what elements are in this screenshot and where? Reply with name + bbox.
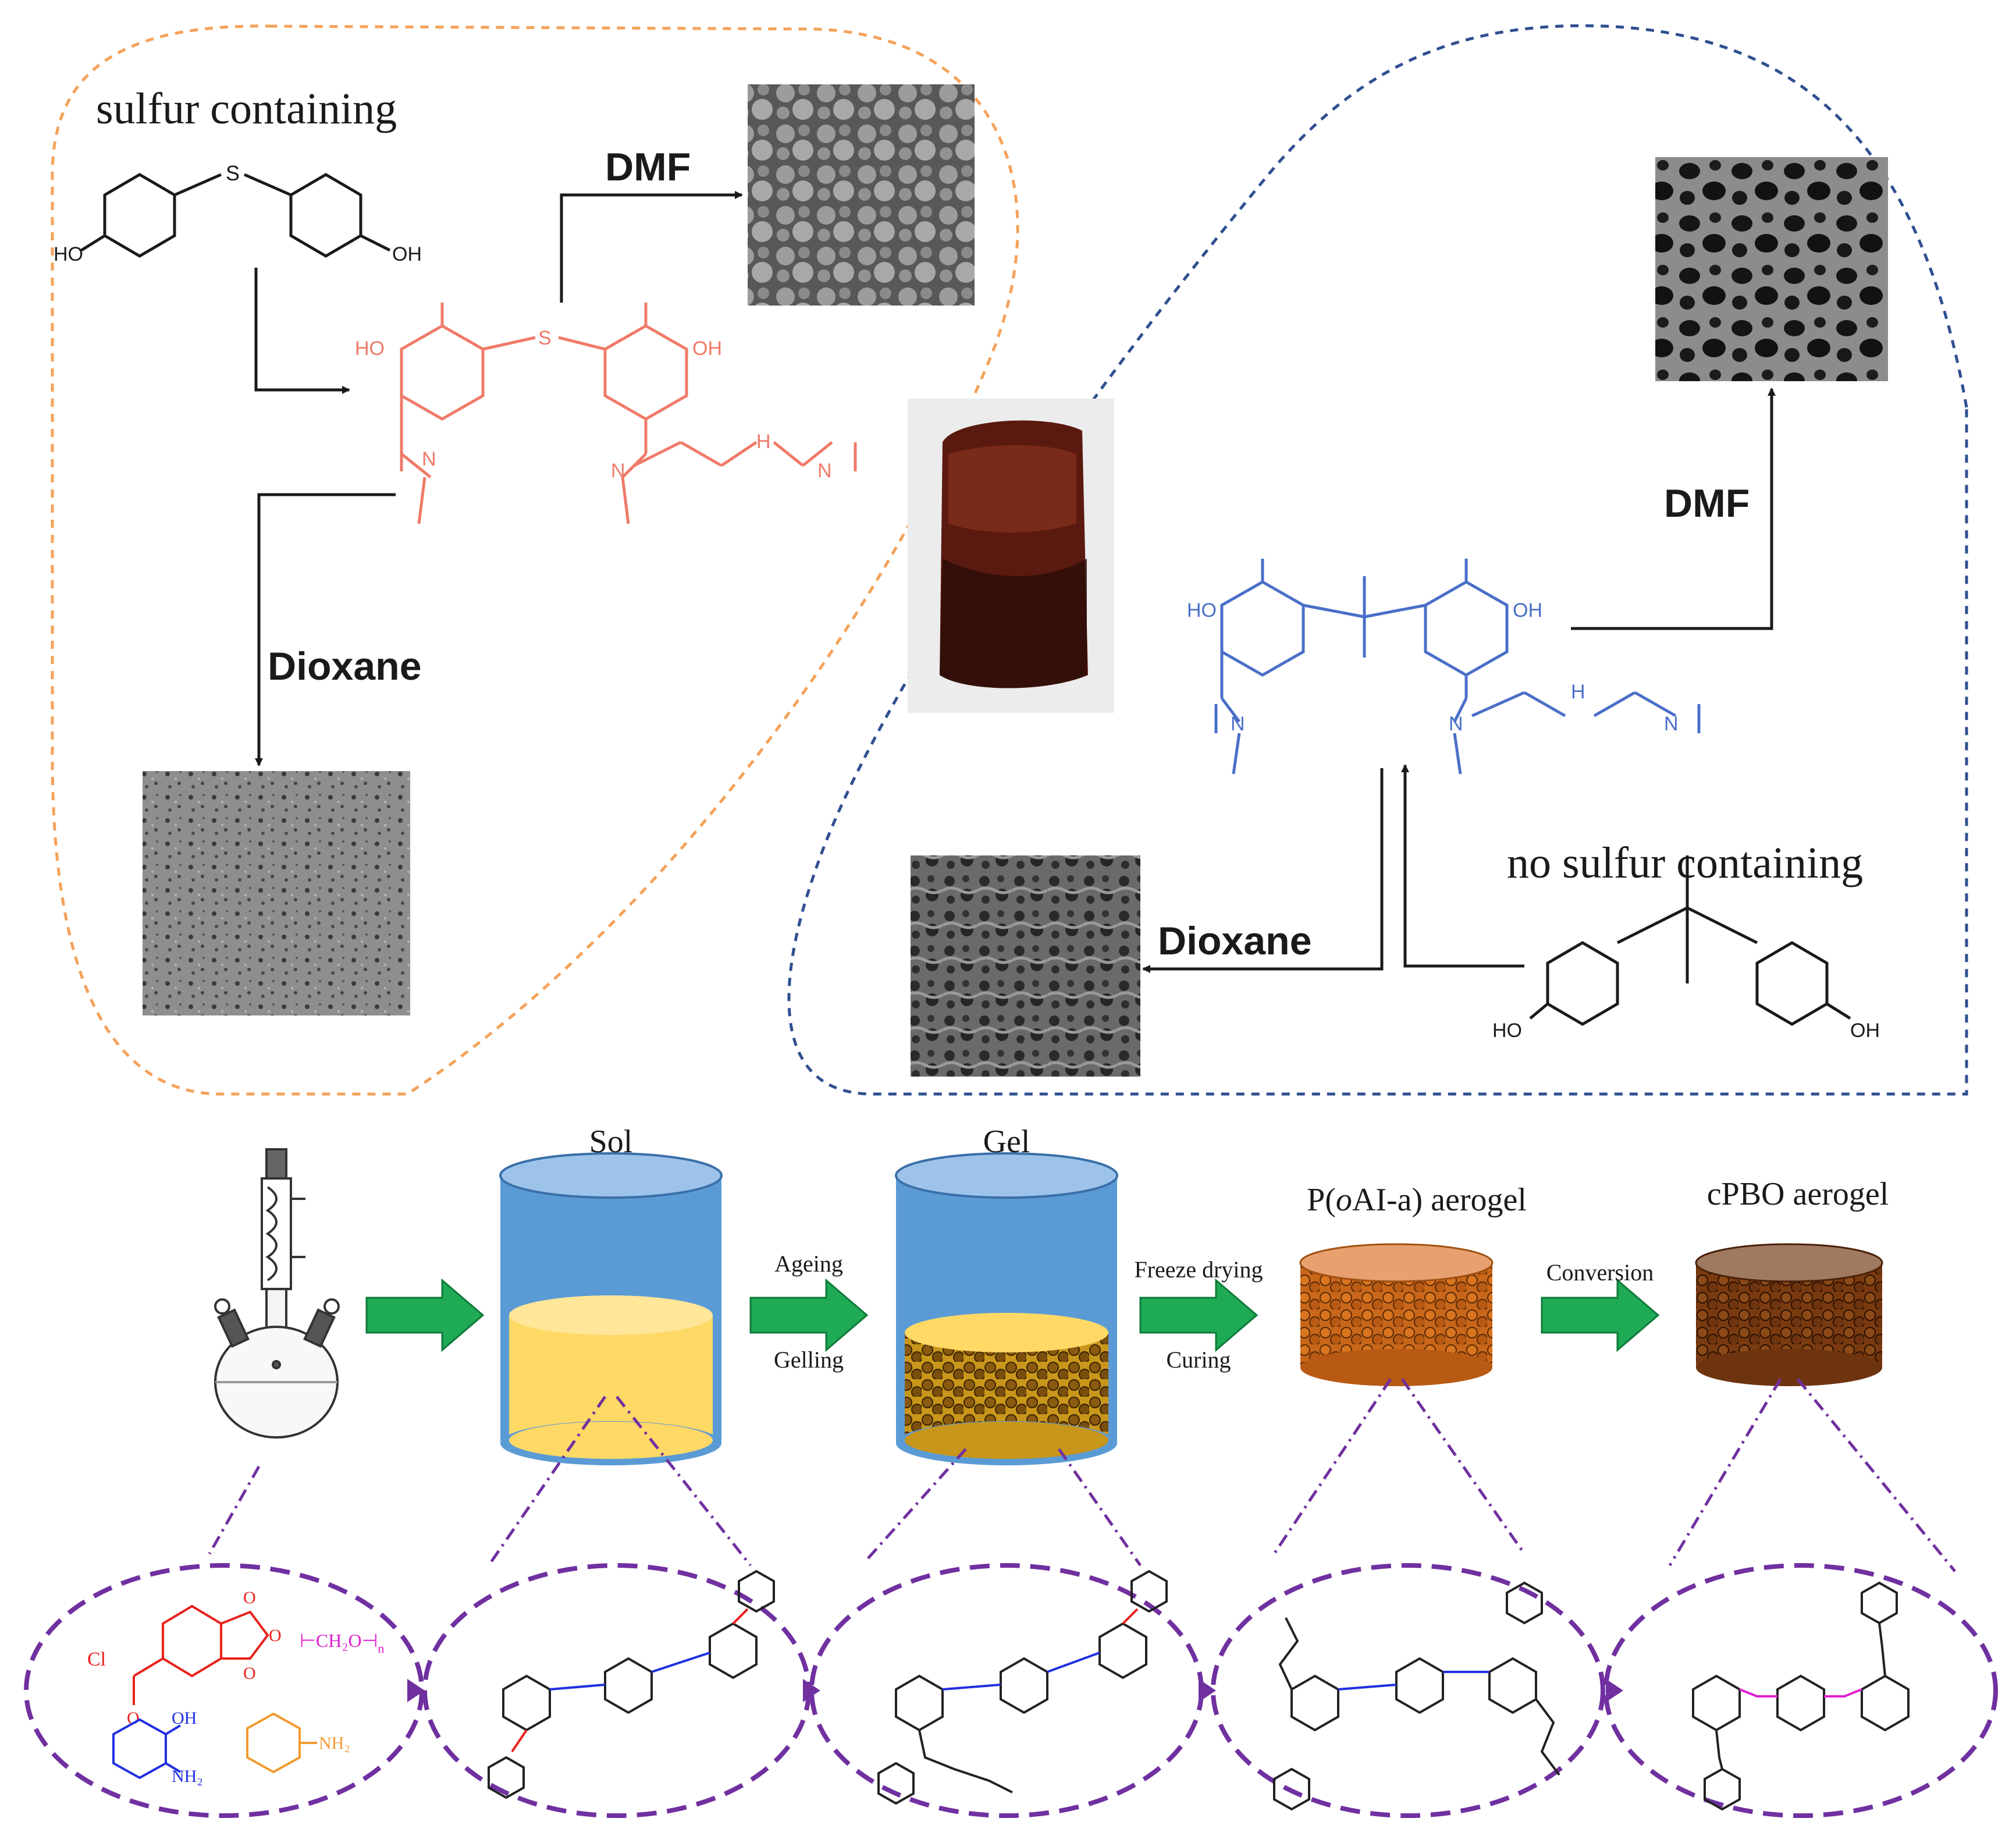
nosulfur-dmf-label: DMF [1664,481,1750,525]
nosulfur-dmf-sem-image [1655,157,1888,381]
nosulfur-region-boundary [787,24,1968,1096]
reagent-ch2o-label: CH₂O [316,1630,362,1651]
sol-molecule-structure [488,1569,775,1799]
sulfur-polymer-ho: HO [355,338,385,360]
structure-callouts [24,1563,1998,1818]
process-arrow-2 [749,1278,869,1352]
cpbo-aerogel-cylinder [1695,1243,1883,1386]
sulfur-polymer-s-atom: S [538,327,552,349]
poai-molecule-structure [1273,1581,1560,1811]
process-arrow-1 [365,1278,485,1352]
arrow-label-ageing: Ageing [774,1251,843,1277]
three-neck-flask-icon [214,1148,340,1439]
reagent-nh2-label: NH₂ [172,1767,203,1786]
sulfur-polymer-n-left: N [422,448,436,470]
reagent-paraformaldehyde: ⊢CH₂O⊣n [300,1630,384,1656]
callout-gel [809,1563,1204,1818]
poai-aerogel-cylinder [1299,1243,1494,1386]
sulfur-region-boundary [51,24,1019,1096]
nosulfur-dioxane-arrow [1142,768,1384,973]
sulfur-dioxane-sem-image [143,771,410,1015]
reagent-n-sub: n [378,1641,384,1656]
sulfur-monomer-oh: OH [392,243,422,265]
callout-poai [1211,1563,1605,1818]
nosulfur-dioxane-label: Dioxane [1158,919,1312,963]
aerogel-monolith-photo [908,399,1114,713]
reagent-o-label-4: O [243,1664,256,1683]
sulfur-dioxane-label: Dioxane [268,644,422,688]
reagent-o-label-1: O [243,1588,256,1607]
sulfur-dmf-arrow [560,191,743,303]
stage-label-poai-suffix: AI-a) aerogel [1352,1182,1527,1218]
nosulfur-polybenzoxazine-structure [1214,559,1701,775]
stage-label-poai-italic: o [1336,1182,1352,1218]
sulfur-monomer-structure [80,173,391,258]
reagent-oh-label: OH [172,1709,197,1728]
arrow-label-curing: Curing [1166,1347,1231,1373]
nosulfur-monomer-structure [1529,855,1851,1026]
nosulfur-reaction-arrow [1401,764,1524,968]
arrow-label-freeze-drying: Freeze drying [1134,1256,1263,1283]
gel-molecule-structure [877,1569,1168,1805]
reagent-cl-label: Cl [87,1649,106,1670]
reagent-aminophenol-structure [112,1718,182,1780]
stage-label-cpbo-aerogel: cPBO aerogel [1707,1176,1889,1212]
callout-reagents [24,1563,424,1818]
reagent-aniline-nh2-label: NH₂ [319,1734,350,1753]
sulfur-polymer-n-right: N [611,460,625,482]
nosulfur-polymer-ho: HO [1187,599,1217,622]
stage-label-poai-aerogel: P(oAI-a) aerogel [1307,1182,1527,1218]
sulfur-reaction-arrow [254,268,350,394]
sulfur-dmf-label: DMF [605,145,691,189]
nosulfur-polymer-nh-mid: H [1571,681,1585,703]
nosulfur-dioxane-sem-image [911,855,1140,1077]
nosulfur-polymer-nh-end: N [1664,713,1679,735]
sulfur-dmf-sem-image [748,84,975,306]
process-arrow-3 [1139,1278,1258,1352]
reagent-o-label-2: O [269,1626,282,1645]
sol-beaker [499,1152,723,1465]
arrow-label-conversion: Conversion [1546,1259,1654,1286]
nosulfur-monomer-oh: OH [1850,1020,1880,1042]
sulfur-containing-title: sulfur containing [96,84,397,133]
nosulfur-dmf-arrow [1571,388,1776,630]
callout-sol [422,1563,811,1818]
stage-label-poai-prefix: P( [1307,1182,1336,1218]
sulfur-monomer-s-atom: S [226,161,240,185]
arrow-label-gelling: Gelling [774,1347,844,1373]
no-sulfur-containing-title: no sulfur containing [1507,839,1863,887]
sulfur-polymer-oh: OH [692,338,722,360]
callout-arrows [407,1679,1623,1702]
cpbo-molecule-structure [1692,1581,1910,1811]
reagent-o-label-3: O [127,1709,140,1728]
nosulfur-polymer-n-right: N [1449,713,1463,735]
process-arrows [365,1278,1660,1352]
sulfur-polymer-nh-end: N [817,460,832,482]
sulfur-monomer-ho: HO [54,243,83,265]
gel-beaker [895,1152,1118,1465]
process-arrow-4 [1541,1278,1660,1352]
nosulfur-monomer-ho: HO [1492,1020,1522,1042]
reagent-aniline-structure [246,1712,317,1774]
sulfur-polybenzoxazine-structure [400,303,857,524]
sulfur-dioxane-arrow [255,493,396,766]
nosulfur-polymer-oh: OH [1513,599,1542,622]
zoom-callout-lines [208,1378,1956,1572]
callout-cpbo [1603,1563,1998,1818]
reagent-anhydride-structure [133,1604,269,1705]
nosulfur-polymer-n-left: N [1231,713,1245,735]
sulfur-polymer-nh-mid: H [756,431,771,453]
